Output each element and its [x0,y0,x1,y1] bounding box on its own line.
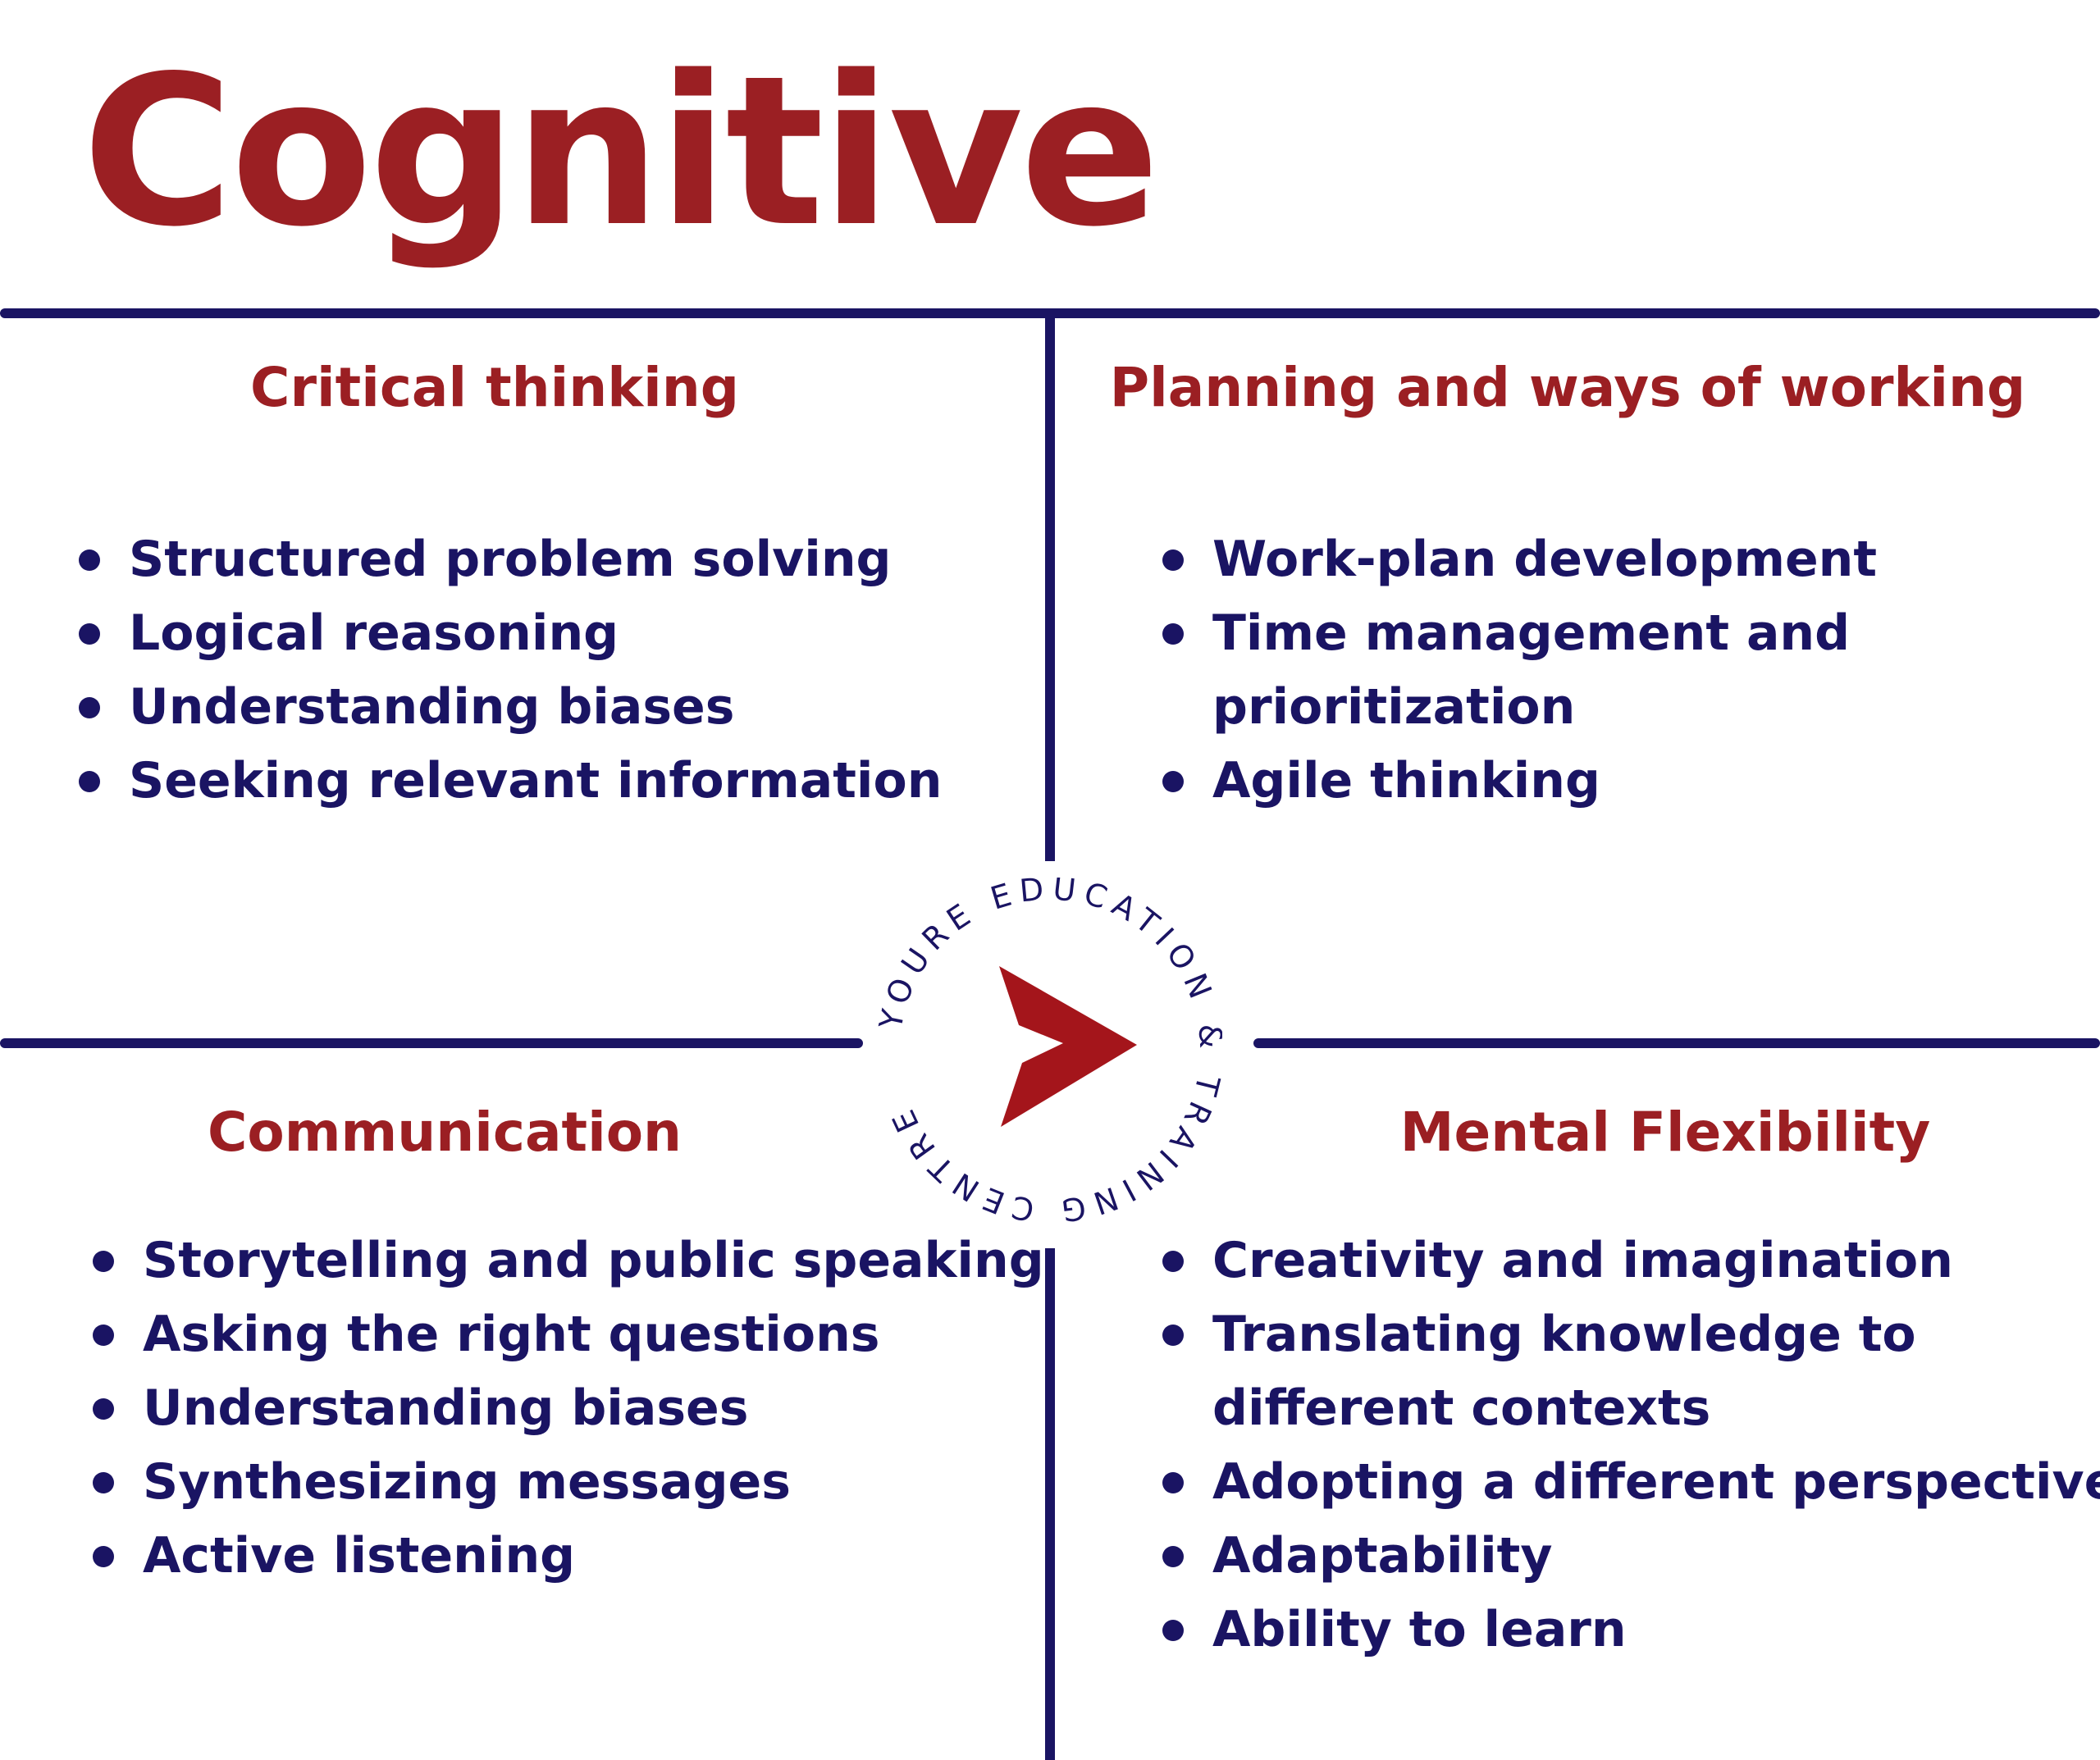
list-item: Adaptability [1162,1519,2100,1593]
list-item: Creativity and imagination [1162,1224,2100,1297]
list-critical-thinking: Structured problem solving Logical reaso… [78,522,942,818]
list-item-continuation: prioritization [1212,678,1576,736]
heading-planning-ways-of-working: Planning and ways of working [1109,356,2026,419]
list-item: Seeking relevant information [78,744,942,818]
list-item-continuation: different contexts [1212,1379,1711,1437]
page-title: Cognitive [82,32,1160,272]
heading-mental-flexibility: Mental Flexibility [1399,1101,1931,1164]
list-communication: Storytelling and public speaking Asking … [93,1224,1044,1593]
list-item: Agile thinking [1162,744,1877,818]
list-item: Work-plan development [1162,522,1877,596]
list-item: Understanding biases [93,1371,1044,1445]
list-item: Understanding biases [78,670,942,744]
middle-left-horizontal-divider [0,1038,863,1048]
list-item: Structured problem solving [78,522,942,596]
arrow-cursor-icon [999,966,1137,1127]
upper-vertical-divider [1045,313,1055,861]
middle-right-horizontal-divider [1253,1038,2100,1048]
logo: YOURE EDUCATION & TRAINING CENTRE [878,878,1222,1222]
heading-communication: Communication [207,1101,682,1164]
list-item: Asking the right questions [93,1297,1044,1371]
list-mental-flexibility: Creativity and imagination Translating k… [1162,1224,2100,1667]
list-item: Translating knowledge to [1162,1297,2100,1371]
list-item: Ability to learn [1162,1593,2100,1667]
heading-critical-thinking: Critical thinking [250,356,739,419]
list-planning: Work-plan development Time management an… [1162,522,1877,818]
lower-vertical-divider [1045,1248,1055,1760]
list-item: Logical reasoning [78,596,942,670]
list-item: Synthesizing messages [93,1445,1044,1519]
list-item: Active listening [93,1519,1044,1593]
list-item: Time management and [1162,596,1877,670]
list-item: Adopting a different perspective [1162,1445,2100,1519]
list-item: Storytelling and public speaking [93,1224,1044,1297]
